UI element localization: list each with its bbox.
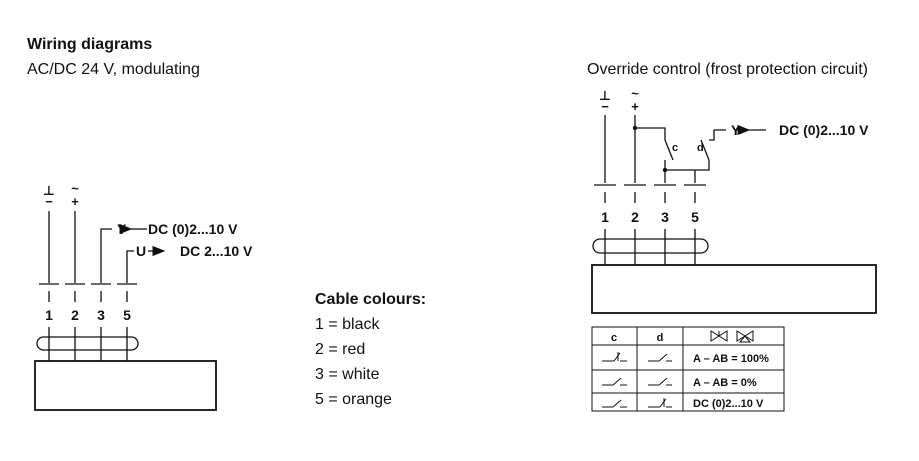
cable-colours-title: Cable colours: xyxy=(315,291,427,308)
table-header-d: d xyxy=(657,332,664,344)
minus-symbol: − xyxy=(601,99,609,114)
terminal-label: 5 xyxy=(123,307,131,323)
page-title: Wiring diagrams xyxy=(27,36,153,53)
wire-3 xyxy=(100,228,112,283)
table-row-result: A – AB = 100% xyxy=(693,353,769,365)
table-row-result: A – AB = 0% xyxy=(693,377,757,389)
cable-colour-item: 5 = orange xyxy=(315,391,392,408)
switch-closed-icon xyxy=(602,352,627,362)
actuator-box xyxy=(591,264,877,314)
signal-y-letter: Y xyxy=(731,122,741,138)
switch-state-table: c d A – AB = 100% A – xyxy=(591,326,785,412)
switch-open-icon xyxy=(648,353,672,362)
switch-open-icon xyxy=(648,377,672,386)
switch-c-label: c xyxy=(672,142,678,154)
switch-c xyxy=(664,139,674,161)
page-subtitle: AC/DC 24 V, modulating xyxy=(27,61,200,78)
terminal-label: 2 xyxy=(71,307,79,323)
signal-y-text: DC (0)2...10 V xyxy=(148,221,238,237)
plus-symbol: + xyxy=(71,194,79,209)
wire-5 xyxy=(126,250,134,283)
signal-y-letter: Y xyxy=(117,221,127,237)
terminal-label: 5 xyxy=(691,209,699,225)
terminal-label: 1 xyxy=(601,209,609,225)
tilde-symbol: ~ xyxy=(71,181,79,196)
cable-sheath xyxy=(36,336,139,351)
signal-u-letter: U xyxy=(136,243,146,259)
cable-colour-item: 1 = black xyxy=(315,316,380,333)
minus-symbol: − xyxy=(45,194,53,209)
cable-colour-item: 2 = red xyxy=(315,341,366,358)
terminal-label: 1 xyxy=(45,307,53,323)
terminal-label: 2 xyxy=(631,209,639,225)
override-title: Override control (frost protection circu… xyxy=(587,61,868,78)
override-wiring-diagram: ⊥ − ~ + c d Y DC (0)2...10 V xyxy=(591,86,877,314)
left-wiring-diagram: ⊥ − ~ + Y DC (0)2...10 V U DC 2...10 V 1… xyxy=(34,181,253,411)
table-row-result: DC (0)2...10 V xyxy=(693,398,764,410)
table-header-c: c xyxy=(611,332,617,344)
terminal-label: 3 xyxy=(97,307,105,323)
ground-symbol: ⊥ xyxy=(43,183,55,198)
terminal-label: 3 xyxy=(661,209,669,225)
switch-open-icon xyxy=(602,399,627,408)
cable-sheath xyxy=(592,238,709,254)
cable-colour-item: 3 = white xyxy=(315,366,380,383)
switch-d-label: d xyxy=(697,142,704,154)
switch-d xyxy=(700,139,710,161)
ground-symbol: ⊥ xyxy=(599,88,611,103)
valve-icon xyxy=(710,330,754,343)
signal-u-text: DC 2...10 V xyxy=(180,243,253,259)
switch-open-icon xyxy=(602,377,627,386)
switch-closed-icon xyxy=(648,398,672,408)
tilde-symbol: ~ xyxy=(631,86,639,101)
actuator-box xyxy=(34,360,217,411)
plus-symbol: + xyxy=(631,99,639,114)
signal-y-text: DC (0)2...10 V xyxy=(779,122,869,138)
